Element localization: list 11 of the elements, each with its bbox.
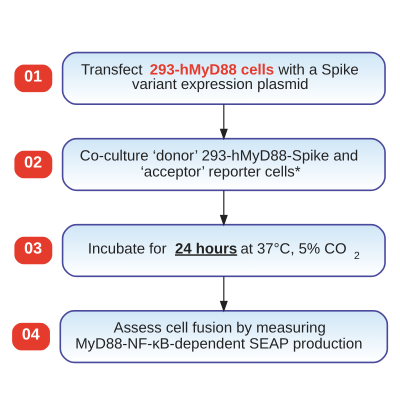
node-box: Transfect 293-hMyD88 cells with a Spike variant expression plasmid xyxy=(62,52,386,106)
node-box: 02 xyxy=(14,150,52,178)
node-box: Incubate for 24 hours at 37°C, 5% CO$_{2}$ xyxy=(62,224,386,278)
arrow xyxy=(220,104,228,140)
node-box: Co-culture ‘donor’ 293-hMyD88-Spike and ‘acceptor’ reporter cells* xyxy=(62,138,386,192)
node-box: 03 xyxy=(14,236,52,264)
node-box: 01 xyxy=(14,64,52,92)
arrow xyxy=(220,276,228,312)
node-box: Assess cell fusion by measuring MyD88-NF-κB-dependent SEAP production xyxy=(60,310,388,364)
node-box: 04 xyxy=(12,322,50,350)
arrow xyxy=(220,190,228,226)
